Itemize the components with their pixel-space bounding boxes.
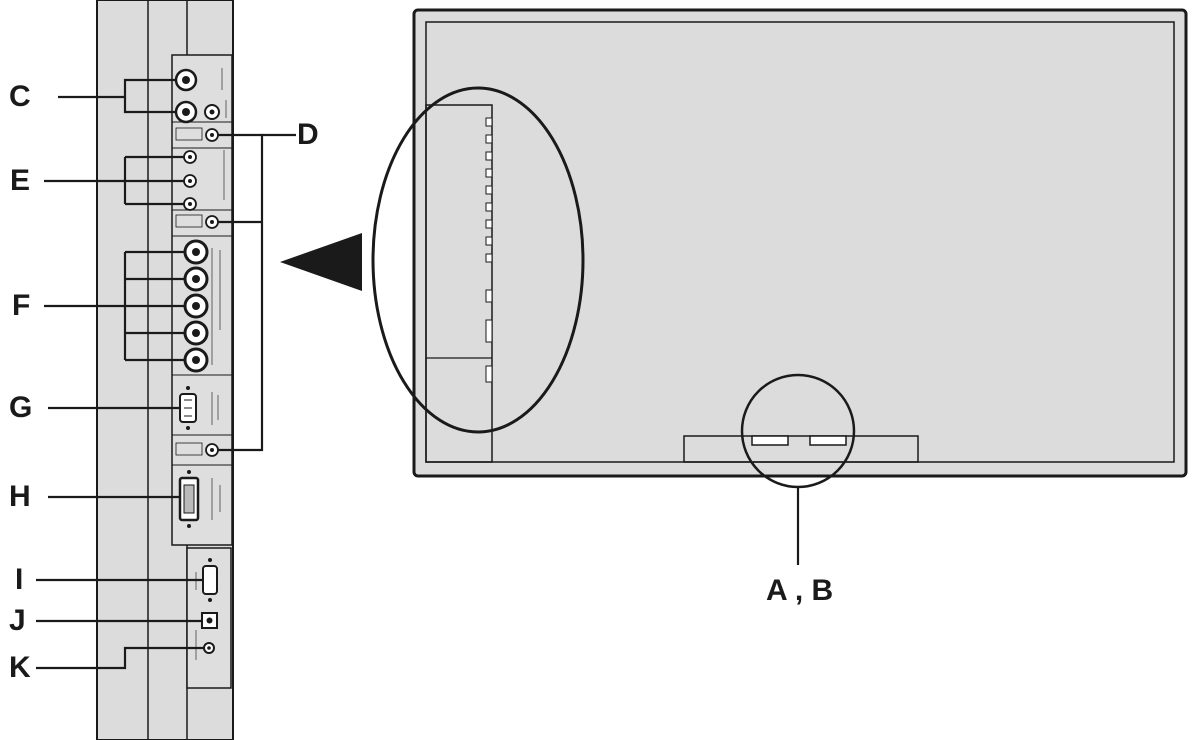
- display-outer-frame: [412, 8, 1188, 478]
- slot-a: [751, 435, 789, 446]
- display-terminal-column: [425, 104, 493, 463]
- display-bottom-plate: [683, 435, 919, 463]
- callout-e: E: [10, 164, 31, 197]
- connector-group-e: [183, 150, 197, 211]
- connector-group-f: [183, 239, 209, 373]
- callout-i: I: [15, 563, 24, 596]
- slots-highlight-circle: [740, 373, 856, 489]
- callout-g: G: [9, 391, 33, 424]
- display-rear-view: [371, 8, 1188, 489]
- connector-h-dvi: [178, 470, 200, 528]
- connector-group-c: [174, 68, 220, 124]
- callout-h: H: [9, 480, 31, 513]
- panel-markings: [195, 68, 227, 660]
- connector-k-round: [203, 642, 215, 654]
- leader-lines: [36, 78, 800, 670]
- connector-j-square: [201, 612, 218, 629]
- connector-i-serial: [202, 558, 218, 602]
- callout-d: D: [297, 118, 319, 151]
- zoom-pointer-arrow: [280, 233, 362, 291]
- callout-f: F: [12, 289, 31, 322]
- terminal-highlight-ellipse: [371, 86, 585, 434]
- callout-j: J: [9, 604, 26, 637]
- callout-k: K: [9, 651, 31, 684]
- connector-g-dsub: [179, 386, 197, 430]
- callout-c: C: [9, 80, 31, 113]
- terminal-column-closeup: [96, 0, 234, 740]
- slot-b: [809, 435, 847, 446]
- callout-a-b: A , B: [766, 574, 834, 607]
